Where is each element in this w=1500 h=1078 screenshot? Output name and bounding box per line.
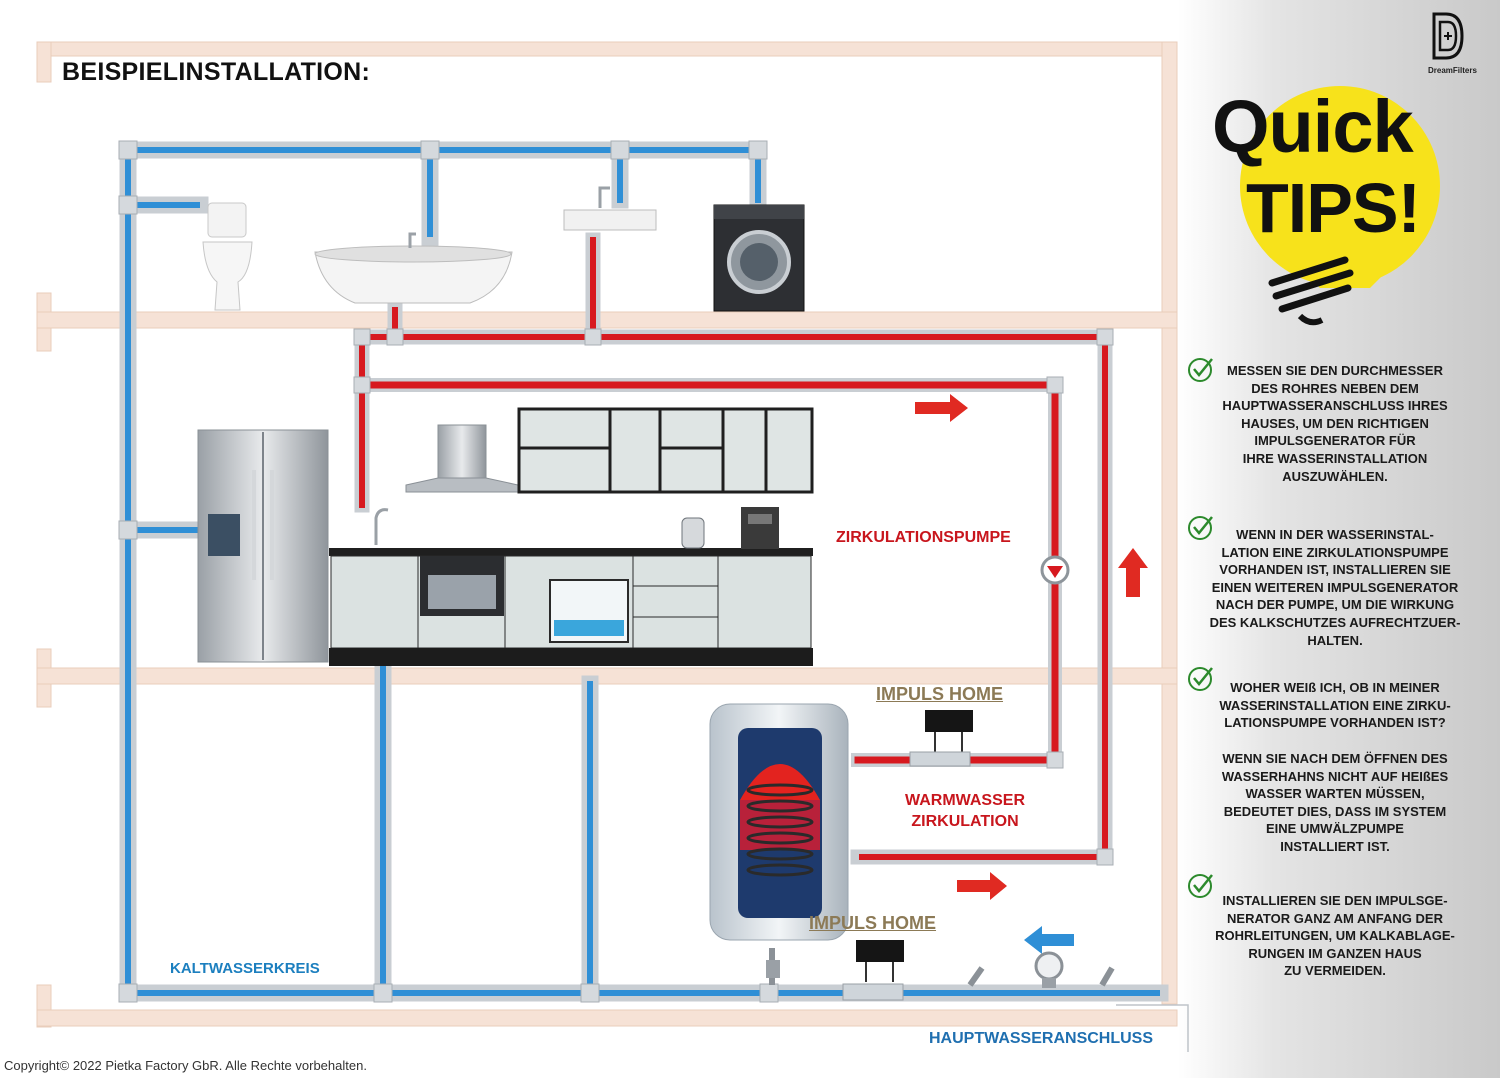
tip-text: MESSEN SIE DEN DURCHMESSER DES ROHRES NE… bbox=[1222, 363, 1448, 484]
page-title: BEISPIELINSTALLATION: bbox=[62, 58, 371, 86]
impuls-home-label: IMPULS HOME bbox=[876, 684, 1004, 704]
upper-cabinets bbox=[517, 407, 814, 494]
oven-icon bbox=[420, 556, 504, 616]
check-icon bbox=[1188, 874, 1213, 898]
tip-text: INSTALLIEREN SIE DEN IMPULSGE- NERATOR G… bbox=[1215, 893, 1455, 979]
tip-text: WOHER WEIß ICH, OB IN MEINER WASSERINSTA… bbox=[1219, 680, 1451, 731]
tip-text: WENN SIE NACH DEM ÖFFNEN DES WASSERHAHNS… bbox=[1221, 751, 1449, 854]
copyright-notice: Copyright© 2022 Pietka Factory GbR. Alle… bbox=[4, 1058, 367, 1073]
refrigerator-icon bbox=[197, 429, 329, 663]
tip-text: WENN IN DER WASSERINSTAL- LATION EINE ZI… bbox=[1209, 527, 1461, 648]
quick-heading: Quick bbox=[1212, 85, 1414, 168]
sink-icon bbox=[563, 186, 657, 231]
arrow-right-icon bbox=[915, 394, 968, 422]
kettle-icon bbox=[681, 517, 705, 549]
brand-name: DreamFilters bbox=[1428, 66, 1477, 75]
pipe-fittings bbox=[118, 140, 1114, 1003]
lightbulb-icon bbox=[1240, 86, 1440, 326]
check-icon bbox=[1188, 516, 1213, 540]
bathtub-icon bbox=[314, 232, 513, 304]
main-water-connection-label: HAUPTWASSERANSCHLUSS bbox=[929, 1030, 1154, 1047]
check-icon bbox=[1188, 667, 1213, 691]
circulation-pump-label: ZIRKULATIONSPUMPE bbox=[836, 529, 1011, 546]
arrow-right-icon bbox=[957, 872, 1007, 900]
flow-arrows bbox=[915, 394, 1148, 954]
tips-heading: TIPS! bbox=[1246, 169, 1421, 247]
impuls-home-device-icon bbox=[842, 940, 904, 1001]
check-icon bbox=[1188, 358, 1213, 382]
washing-machine-icon bbox=[713, 204, 805, 312]
valve-icon bbox=[967, 966, 985, 987]
valve-icon bbox=[1099, 966, 1115, 987]
range-hood-icon bbox=[405, 424, 519, 493]
impuls-home-label: IMPULS HOME bbox=[809, 913, 937, 933]
dreamfilters-logo-icon bbox=[1432, 12, 1464, 60]
hot-water-circulation-label: WARMWASSER ZIRKULATION bbox=[905, 792, 1025, 830]
arrow-up-icon bbox=[1118, 548, 1148, 597]
impuls-home-device-icon bbox=[909, 710, 973, 767]
circulation-pump-icon bbox=[1040, 555, 1070, 585]
water-heater-icon bbox=[709, 703, 849, 941]
kitchen-faucet-icon bbox=[374, 508, 389, 545]
valve-icon bbox=[766, 948, 780, 985]
toilet-icon bbox=[202, 202, 253, 311]
house-walls bbox=[36, 41, 1178, 1028]
main-connection-bracket bbox=[1116, 1004, 1189, 1052]
dishwasher-icon bbox=[549, 579, 629, 643]
coffee-machine-icon bbox=[741, 507, 779, 549]
cold-water-circuit-label: KALTWASSERKREIS bbox=[170, 960, 320, 977]
arrow-left-icon bbox=[1024, 926, 1074, 954]
water-meter-icon bbox=[1034, 951, 1064, 988]
